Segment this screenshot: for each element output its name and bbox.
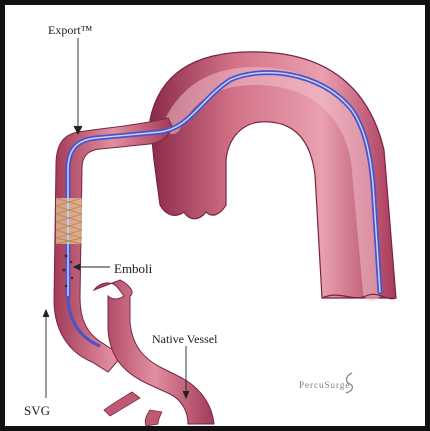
native-vessel-label: Native Vessel — [152, 333, 217, 345]
emboli-label: Emboli — [114, 262, 152, 275]
export-label: Export™ — [48, 24, 92, 36]
svg-label: SVG — [24, 404, 50, 417]
aortic-arch — [150, 52, 396, 299]
percusurge-logo-text: PercuSurge — [299, 380, 350, 390]
stent-mesh — [56, 198, 82, 244]
